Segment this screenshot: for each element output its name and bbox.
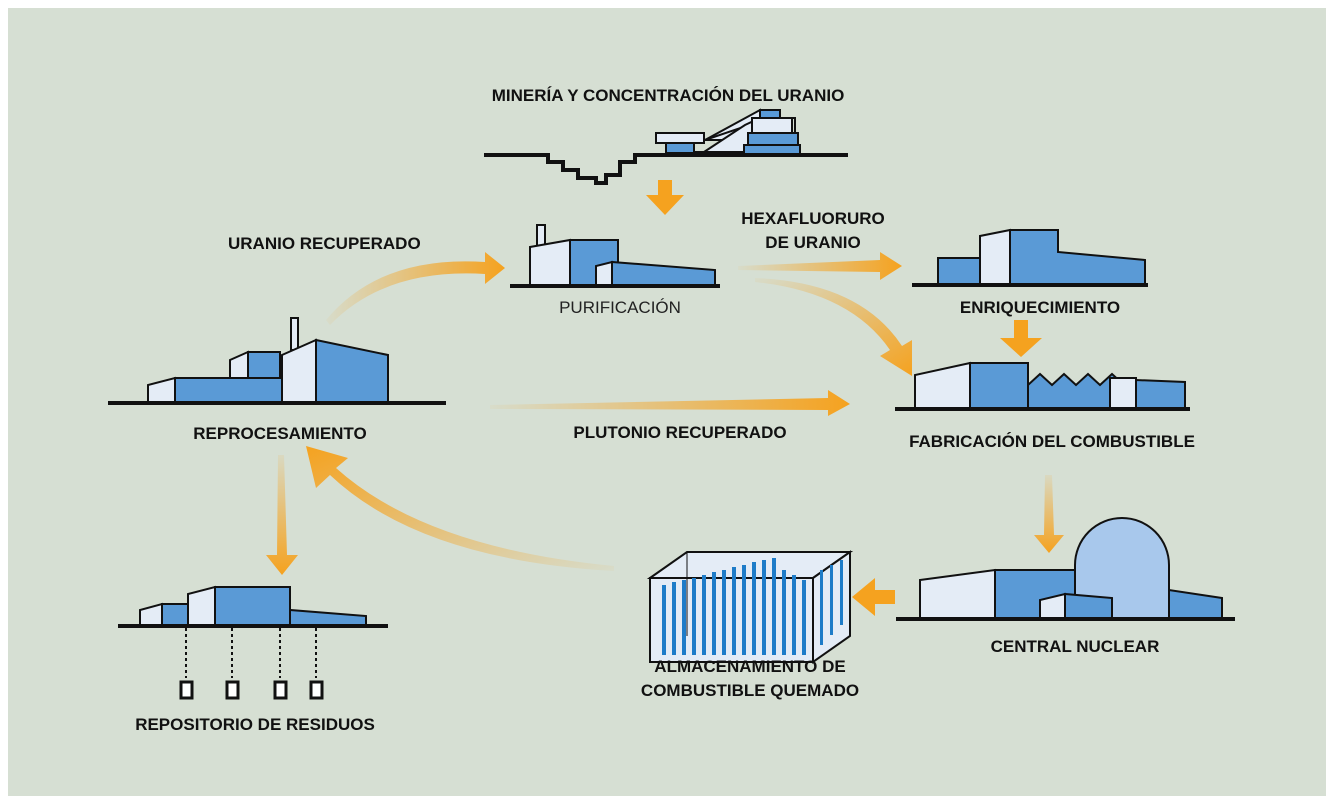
reprocessing-plant bbox=[108, 317, 446, 405]
mining-illustration bbox=[484, 108, 848, 185]
waste-repository bbox=[118, 585, 388, 700]
arrow-purification-to-fabrication bbox=[755, 278, 912, 376]
label-waste-repository: REPOSITORIO DE RESIDUOS bbox=[135, 715, 375, 734]
purification-plant bbox=[510, 224, 720, 288]
arrow-storage-to-reprocessing bbox=[306, 446, 614, 571]
arrow-mining-to-purification bbox=[646, 180, 684, 215]
arrow-recovered-uranium bbox=[326, 252, 505, 325]
enrichment-plant bbox=[912, 228, 1148, 287]
label-purification: PURIFICACIÓN bbox=[559, 298, 681, 317]
fuel-rods bbox=[662, 558, 843, 655]
arrow-plant-to-storage bbox=[852, 578, 895, 616]
nuclear-plant bbox=[896, 517, 1235, 621]
label-nuclear-plant: CENTRAL NUCLEAR bbox=[990, 637, 1160, 656]
label-reprocessing: REPROCESAMIENTO bbox=[193, 424, 367, 443]
label-mining: MINERÍA Y CONCENTRACIÓN DEL URANIO bbox=[491, 86, 845, 105]
label-recovered-uranium: URANIO RECUPERADO bbox=[228, 234, 421, 253]
arrow-fabrication-to-plant bbox=[1034, 475, 1064, 553]
label-hexafluoride-line1: HEXAFLUORURO bbox=[741, 209, 885, 228]
label-hexafluoride-line2: DE URANIO bbox=[765, 233, 861, 252]
arrow-recovered-plutonium bbox=[490, 390, 850, 416]
arrow-enrichment-to-fabrication bbox=[1000, 320, 1042, 357]
label-recovered-plutonium: PLUTONIO RECUPERADO bbox=[573, 423, 787, 442]
label-enrichment: ENRIQUECIMIENTO bbox=[959, 298, 1121, 317]
arrow-purification-to-enrichment bbox=[738, 252, 902, 280]
label-spent-fuel-line2: COMBUSTIBLE QUEMADO bbox=[640, 681, 860, 700]
label-spent-fuel-line1: ALMACENAMIENTO DE bbox=[654, 657, 846, 676]
arrow-reprocessing-to-repository bbox=[266, 455, 298, 575]
fuel-fabrication-plant bbox=[895, 361, 1190, 411]
label-fuel-fabrication: FABRICACIÓN DEL COMBUSTIBLE bbox=[909, 432, 1195, 451]
